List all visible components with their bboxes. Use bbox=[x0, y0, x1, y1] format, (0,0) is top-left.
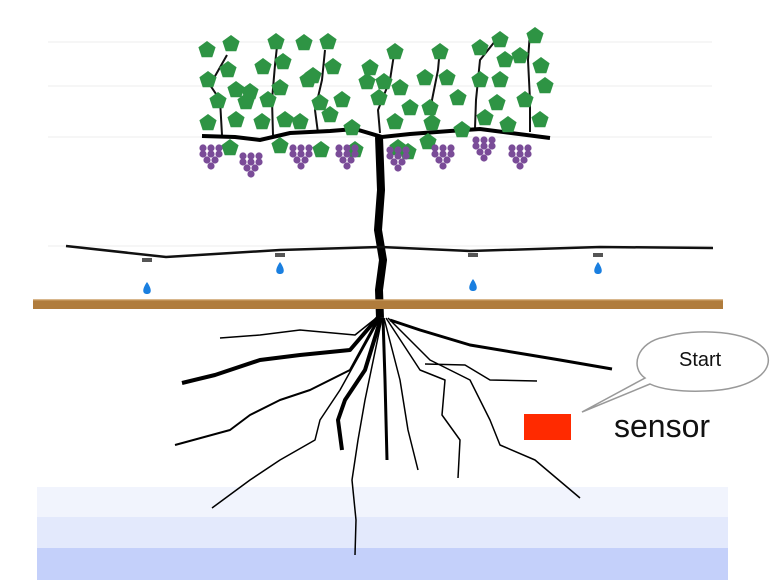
grape-cluster bbox=[508, 144, 532, 170]
leaf bbox=[311, 94, 329, 111]
leaf bbox=[496, 51, 514, 68]
sensor-label: sensor bbox=[614, 408, 711, 444]
leaf bbox=[491, 71, 509, 88]
leaf bbox=[321, 106, 339, 123]
leaf bbox=[536, 77, 554, 94]
leaf bbox=[391, 79, 409, 96]
grape-cluster bbox=[431, 144, 455, 170]
leaf bbox=[386, 43, 404, 60]
grape-cluster bbox=[239, 152, 263, 178]
grape-cluster bbox=[289, 144, 313, 170]
soil-surface bbox=[33, 299, 723, 309]
leaf bbox=[222, 35, 240, 52]
dripper bbox=[142, 258, 152, 262]
leaf bbox=[499, 116, 517, 133]
leaf bbox=[209, 92, 227, 109]
leaf bbox=[476, 109, 494, 126]
leaf bbox=[254, 58, 272, 75]
trunk bbox=[373, 136, 388, 319]
water-drop-icon bbox=[469, 279, 477, 291]
dripper bbox=[468, 253, 478, 257]
leaf bbox=[276, 111, 294, 128]
dripper bbox=[593, 253, 603, 257]
leaf bbox=[343, 119, 361, 136]
leaf bbox=[491, 31, 509, 48]
grape-cluster bbox=[335, 144, 359, 170]
leaf bbox=[421, 99, 439, 116]
leaf bbox=[324, 58, 342, 75]
leaf bbox=[221, 139, 239, 156]
leaf bbox=[386, 113, 404, 130]
leaf bbox=[304, 67, 322, 84]
leaf bbox=[333, 91, 351, 108]
callout-text: Start bbox=[679, 349, 722, 371]
leaf bbox=[291, 113, 309, 130]
leaf bbox=[361, 59, 379, 76]
leaf bbox=[237, 93, 255, 110]
leaf bbox=[199, 71, 217, 88]
groundwater-layer-1 bbox=[37, 487, 728, 517]
leaf bbox=[295, 34, 313, 51]
grape-cluster bbox=[386, 146, 410, 172]
leaf bbox=[449, 89, 467, 106]
leaf bbox=[431, 43, 449, 60]
leaf bbox=[358, 73, 376, 90]
leaf bbox=[532, 57, 550, 74]
water-drop-icon bbox=[594, 262, 602, 274]
leaf bbox=[267, 33, 285, 50]
water-drop-icon bbox=[143, 282, 151, 294]
leaf bbox=[370, 89, 388, 106]
leaf bbox=[516, 91, 534, 108]
leaf bbox=[453, 121, 471, 138]
drippers bbox=[142, 253, 603, 294]
start-callout bbox=[581, 331, 770, 413]
leaf bbox=[227, 81, 245, 98]
leaf bbox=[253, 113, 271, 130]
grape-cluster bbox=[199, 144, 223, 170]
leaf bbox=[423, 114, 441, 131]
vine-leaves bbox=[198, 27, 554, 160]
groundwater-layer-3 bbox=[37, 548, 728, 580]
drip-irrigation-line bbox=[65, 244, 714, 259]
leaf bbox=[471, 71, 489, 88]
dripper bbox=[275, 253, 285, 257]
leaf bbox=[531, 111, 549, 128]
leaf bbox=[271, 137, 289, 154]
leaf bbox=[438, 69, 456, 86]
leaf bbox=[471, 39, 489, 56]
leaf bbox=[319, 33, 337, 50]
root-system bbox=[174, 313, 613, 556]
leaf bbox=[401, 99, 419, 116]
leaf bbox=[419, 133, 437, 150]
leaf bbox=[526, 27, 544, 44]
leaf bbox=[274, 53, 292, 70]
grape-cluster bbox=[472, 136, 496, 162]
leaf bbox=[511, 47, 529, 64]
leaf bbox=[312, 141, 330, 158]
leaf bbox=[488, 94, 506, 111]
leaf bbox=[271, 79, 289, 96]
leaf bbox=[198, 41, 216, 58]
leaf bbox=[227, 111, 245, 128]
leaf bbox=[199, 114, 217, 131]
leaf bbox=[259, 91, 277, 108]
leaf bbox=[375, 73, 393, 90]
soil-moisture-sensor bbox=[524, 414, 571, 440]
leaf bbox=[416, 69, 434, 86]
water-drop-icon bbox=[276, 262, 284, 274]
leaf bbox=[219, 61, 237, 78]
groundwater-layer-2 bbox=[37, 517, 728, 548]
grape-clusters bbox=[199, 136, 532, 178]
